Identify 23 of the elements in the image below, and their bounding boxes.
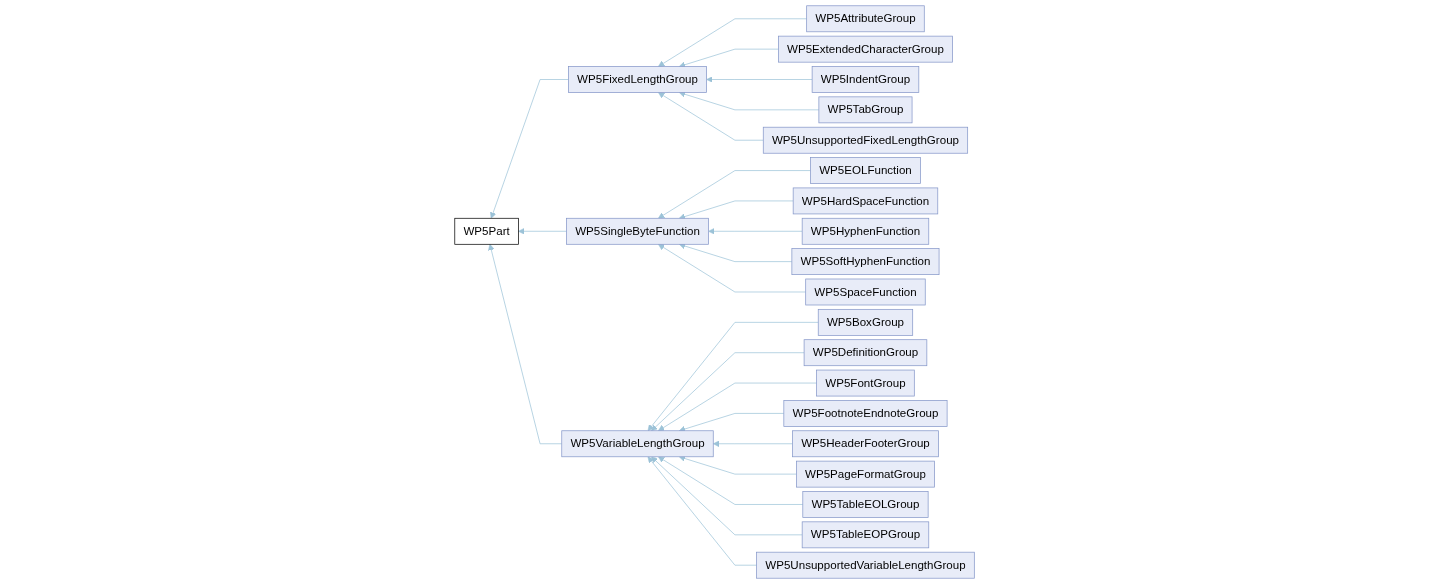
node-box: WP5FixedLengthGroup	[568, 66, 708, 93]
node-box: WP5EOLFunction	[810, 157, 922, 184]
node-box: WP5FootnoteEndnoteGroup	[783, 400, 948, 427]
node-box: WP5TableEOPGroup	[802, 521, 930, 549]
node-box: WP5AttributeGroup	[806, 5, 926, 33]
node-box: WP5IndentGroup	[812, 66, 920, 93]
node-box: WP5HeaderFooterGroup	[792, 430, 940, 458]
node-box: WP5FontGroup	[816, 369, 916, 397]
node-box: WP5PageFormatGroup	[796, 460, 936, 488]
node-box: WP5BoxGroup	[818, 308, 914, 336]
node-box: WP5UnsupportedVariableLengthGroup	[756, 551, 976, 579]
node-box: WP5SingleByteFunction	[566, 217, 710, 245]
node-box: WP5ExtendedCharacterGroup	[778, 35, 954, 63]
node-box: WP5SoftHyphenFunction	[791, 248, 940, 275]
node-box: WP5TabGroup	[818, 96, 913, 124]
node-box: WP5SpaceFunction	[805, 278, 927, 306]
node-box: WP5VariableLengthGroup	[561, 430, 715, 458]
node-box: WP5TableEOLGroup	[802, 491, 929, 518]
node-box: WP5HardSpaceFunction	[793, 187, 939, 215]
node-box: WP5DefinitionGroup	[804, 339, 928, 367]
node-box: WP5HyphenFunction	[802, 217, 930, 245]
node-box: WP5Part	[454, 217, 520, 245]
node-box: WP5UnsupportedFixedLengthGroup	[763, 126, 969, 154]
